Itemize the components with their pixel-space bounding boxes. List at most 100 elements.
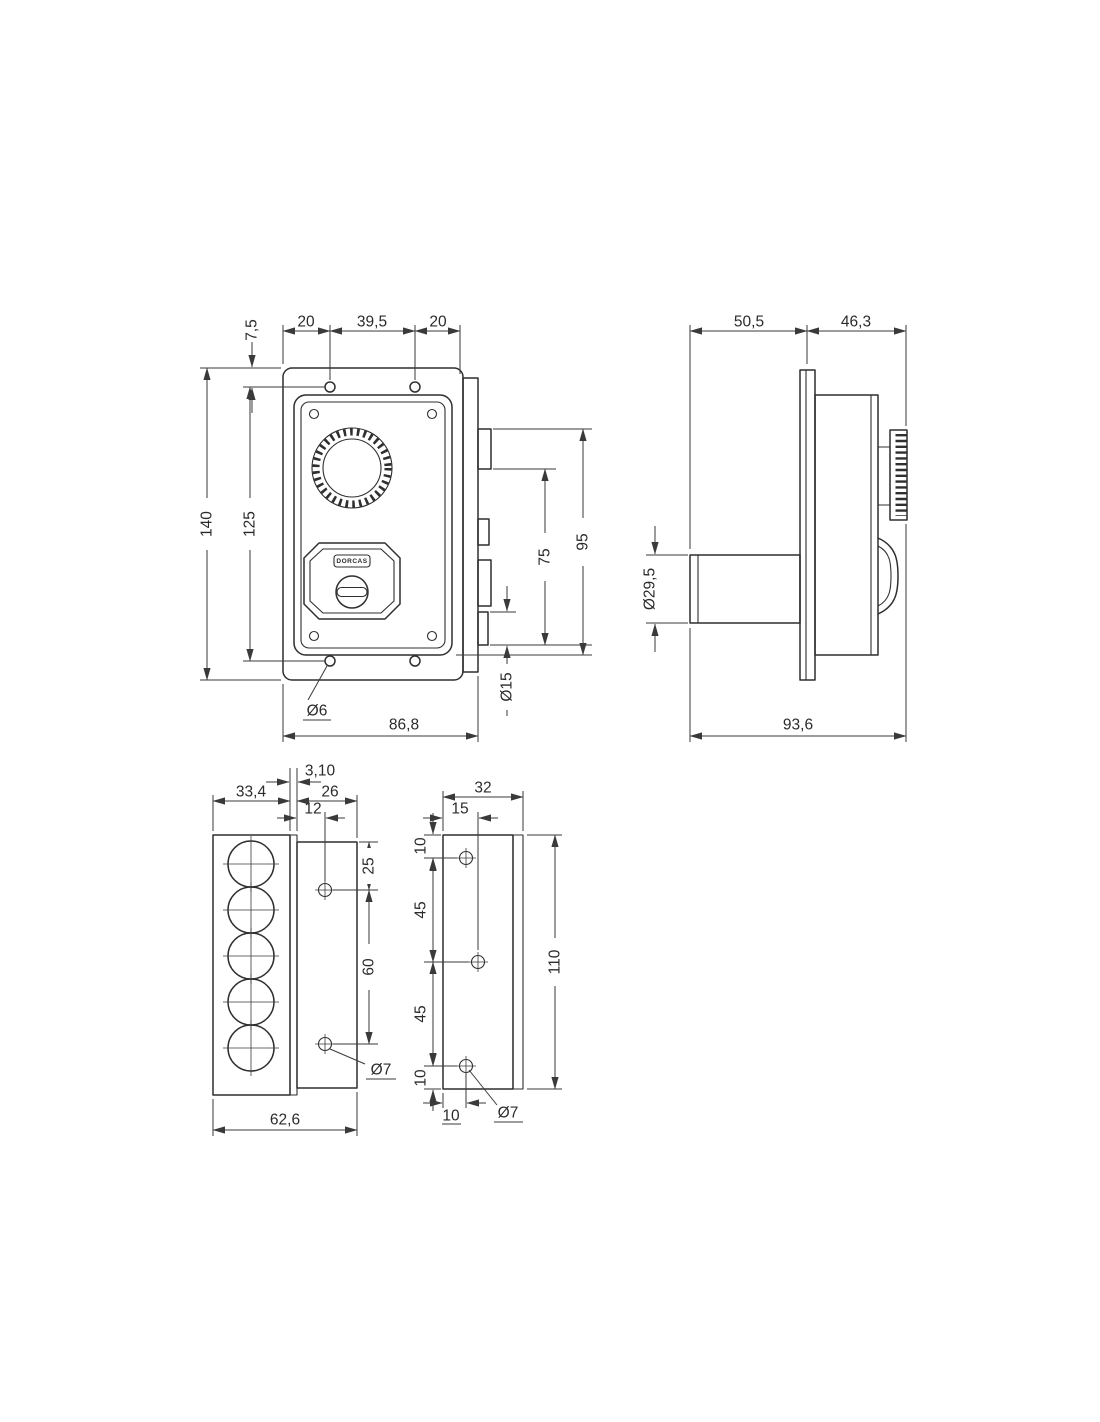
front-dim-total-width: 86,8 xyxy=(282,676,479,742)
latch-bolt-top xyxy=(477,428,492,470)
dim-label-top-left: 20 xyxy=(297,314,315,331)
key-cylinder xyxy=(335,575,369,609)
strike-flange-face-holes xyxy=(456,848,488,1076)
strike-dim-hole-spacing: 60 xyxy=(333,889,378,1045)
dim-label-latch-dia: Ø15 xyxy=(499,672,516,701)
side-dim-cylinder-dia: Ø29,5 xyxy=(642,526,688,652)
dim-label-cylinder-dia: Ø29,5 xyxy=(642,568,659,610)
lock-body-inner-face xyxy=(300,401,446,649)
body-screw-bottom-right xyxy=(426,630,438,642)
dim-label-holes-height: 125 xyxy=(242,511,259,537)
dim-label-box-width: 33,4 xyxy=(236,784,267,801)
dim-label-gap: 3,10 xyxy=(305,763,336,780)
strike-dim-box-width: 33,4 xyxy=(212,768,298,831)
strike2-dim-hole-edge-offset: 10 xyxy=(423,1073,486,1125)
front-dim-holes-height: 125 xyxy=(241,386,325,662)
dim-label-hole-offset: 12 xyxy=(304,801,321,818)
strike2-dim-total-width: 32 xyxy=(442,780,524,831)
strike2-dim-hole-dia: Ø7 xyxy=(468,1069,523,1123)
strike-side-view: 32 15 10 45 45 10 xyxy=(413,780,564,1125)
strike-flange-edge xyxy=(512,834,524,1090)
front-view: DORCAS 20 39,5 20 7,5 xyxy=(198,314,592,742)
thumb-knob-knurl xyxy=(312,428,392,508)
front-dim-right-inner: 75 xyxy=(493,468,556,646)
escutcheon-side-inner xyxy=(877,545,892,607)
knob-stem xyxy=(877,446,891,506)
front-dim-right-outer: 95 xyxy=(456,428,592,656)
front-dim-latch-dia: Ø15 xyxy=(490,586,592,716)
knob-cap xyxy=(889,429,908,521)
dim-label-top-offset: 10 xyxy=(413,837,430,855)
mount-hole-top-left xyxy=(324,381,336,393)
dim-label-top-right: 20 xyxy=(429,314,447,331)
escutcheon-inner xyxy=(309,548,395,614)
body-screw-top-right xyxy=(426,408,438,420)
strike2-dim-left-chain: 10 45 45 10 xyxy=(413,813,469,1111)
dim-label-spacing-upper: 45 xyxy=(413,901,430,918)
strike-front-geometry xyxy=(212,834,358,1096)
body-screw-top-left xyxy=(308,408,320,420)
dim-label-top-center: 39,5 xyxy=(357,314,387,331)
door-plate xyxy=(799,369,816,681)
latch-bolt-main xyxy=(477,559,492,607)
strike-gap-strip xyxy=(289,834,298,1096)
strike-box-holes xyxy=(223,836,279,1076)
dim-label-strike2-width: 32 xyxy=(474,780,491,797)
dim-label-strike-total-width: 62,6 xyxy=(270,1112,300,1129)
front-dim-top: 20 39,5 20 xyxy=(282,314,461,380)
dim-label-strike-hole-dia: Ø7 xyxy=(371,1062,392,1079)
side-dim-top: 50,5 46,3 xyxy=(689,314,907,549)
dim-label-back-depth: 46,3 xyxy=(841,314,871,331)
latch-guide xyxy=(477,518,490,546)
faceplate-outline xyxy=(282,367,464,681)
dim-label-strike2-hole-dia: Ø7 xyxy=(498,1105,519,1122)
latch-cylinder-side xyxy=(689,554,801,624)
strike-flange-outline xyxy=(296,841,358,1089)
key-slot xyxy=(336,586,368,598)
dim-label-hole-dia: Ø6 xyxy=(307,703,328,720)
brand-badge xyxy=(333,554,371,568)
dim-label-right-inner: 75 xyxy=(537,548,554,565)
dim-label-total-height: 140 xyxy=(199,511,216,537)
dim-label-total-width: 86,8 xyxy=(389,717,419,734)
thumb-knob-face xyxy=(322,438,382,498)
latch-bolt-lower xyxy=(477,611,489,646)
dim-label-hole-top-offset: 25 xyxy=(361,857,378,874)
dim-label-right-outer: 95 xyxy=(575,533,592,550)
front-dim-hole-dia: Ø6 xyxy=(303,665,331,721)
strike-dim-hole-top-offset: 25 xyxy=(333,841,378,891)
strike-dim-flange-width: 26 xyxy=(296,784,358,838)
dim-label-front-depth: 50,5 xyxy=(734,314,764,331)
brand-label: DORCAS xyxy=(336,558,367,565)
side-view: 50,5 46,3 Ø29,5 93,6 xyxy=(642,314,908,742)
body-screw-bottom-left xyxy=(308,630,320,642)
strike-dim-total-width: 62,6 xyxy=(212,1092,358,1136)
thumb-knob-outer xyxy=(311,427,393,509)
front-dim-total-height: 140 xyxy=(198,367,281,681)
side-view-geometry xyxy=(689,369,908,681)
strike-box-outline xyxy=(212,834,291,1096)
escutcheon-outer xyxy=(303,542,401,620)
lock-body-outline xyxy=(293,394,453,656)
strike-dim-hole-dia: Ø7 xyxy=(329,1048,396,1080)
dim-label-flange-width: 26 xyxy=(321,784,338,801)
dim-label-hole-edge-offset: 10 xyxy=(442,1108,460,1125)
strike-dim-hole-offset: 12 xyxy=(277,801,345,881)
dim-label-total-depth: 93,6 xyxy=(783,717,813,734)
escutcheon-side-outer xyxy=(877,537,899,615)
dim-label-hole-spacing: 60 xyxy=(361,958,378,976)
dim-label-hole-offset-x: 15 xyxy=(451,801,468,818)
lock-body-side xyxy=(814,394,879,656)
front-view-geometry: DORCAS xyxy=(282,367,492,681)
front-dim-offset-top: 7,5 xyxy=(200,319,325,413)
backplate-edge xyxy=(462,377,479,673)
strike-flange-holes xyxy=(315,880,335,1054)
strike2-dim-hole-offset-x: 15 xyxy=(423,801,498,950)
dim-label-bottom-offset: 10 xyxy=(413,1069,430,1087)
side-dim-total-depth: 93,6 xyxy=(689,524,907,742)
dim-label-strike2-height: 110 xyxy=(547,949,564,974)
dim-label-spacing-lower: 45 xyxy=(413,1005,430,1022)
strike2-dim-total-height: 110 xyxy=(527,834,564,1090)
